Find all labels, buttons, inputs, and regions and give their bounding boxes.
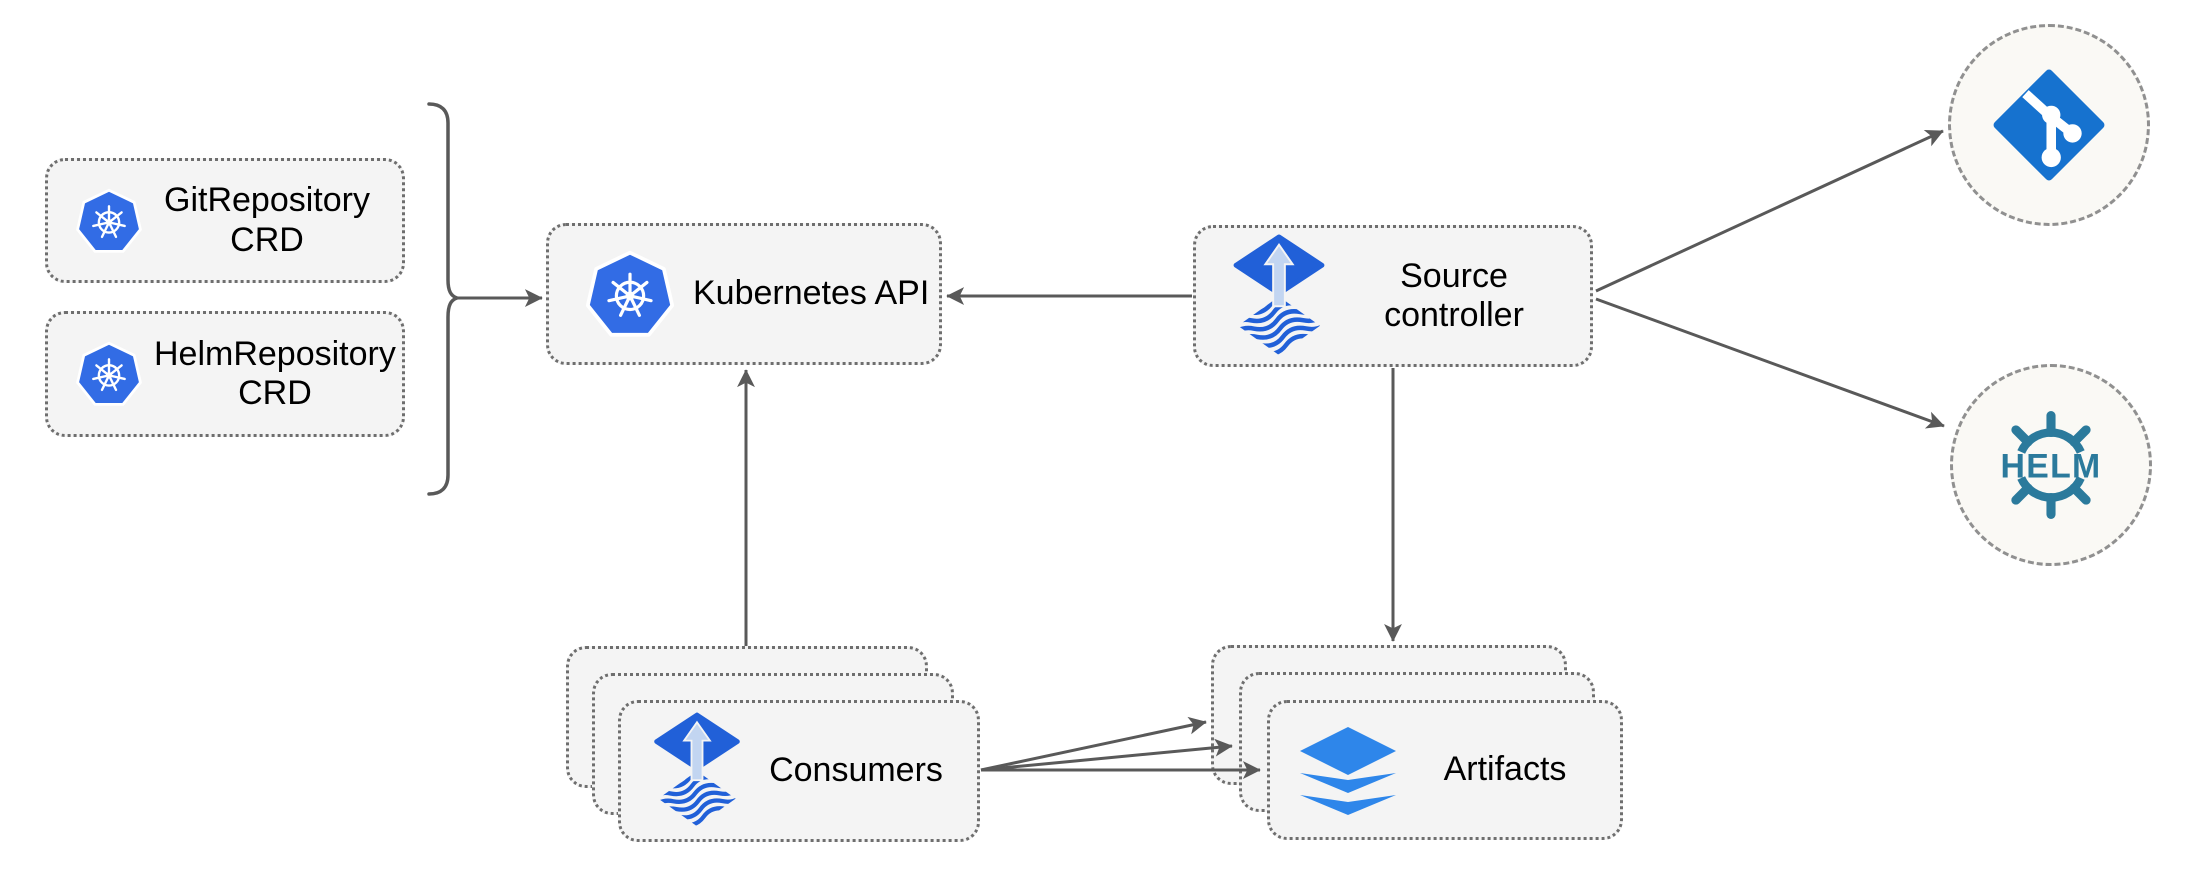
helm-logo-text: HELM <box>2001 447 2102 485</box>
connector-brace-crds <box>427 102 463 496</box>
node-label: GitRepository CRD <box>164 181 370 259</box>
connector-source-to-git <box>1595 129 1944 293</box>
kubernetes-icon <box>583 247 677 341</box>
endpoint-helm-circle: HELM <box>1950 364 2152 566</box>
node-consumers: Consumers <box>618 700 980 842</box>
helm-icon: HELM <box>1986 400 2116 530</box>
node-label: Consumers <box>769 751 943 790</box>
node-label: Source controller <box>1384 256 1524 334</box>
flux-icon <box>651 712 743 830</box>
flux-icon <box>1230 233 1328 359</box>
node-git-repository-crd: GitRepository CRD <box>45 158 405 283</box>
node-helm-repository-crd: HelmRepository CRD <box>45 311 405 437</box>
connector-consumers-to-artifacts-1 <box>980 716 1207 772</box>
kubernetes-icon <box>74 186 144 256</box>
node-label: Kubernetes API <box>693 274 930 313</box>
node-kubernetes-api: Kubernetes API <box>546 223 942 365</box>
endpoint-git-circle <box>1948 24 2150 226</box>
connector-consumers-to-artifacts-2 <box>980 738 1233 772</box>
node-label: HelmRepository CRD <box>154 334 396 412</box>
node-artifacts: Artifacts <box>1267 700 1623 840</box>
connector-source-to-helm <box>1595 297 1945 429</box>
kubernetes-icon <box>74 339 144 409</box>
git-icon <box>1993 69 2105 181</box>
node-source-controller: Source controller <box>1193 225 1593 367</box>
layers-icon <box>1298 723 1398 817</box>
node-label: Artifacts <box>1443 750 1567 789</box>
